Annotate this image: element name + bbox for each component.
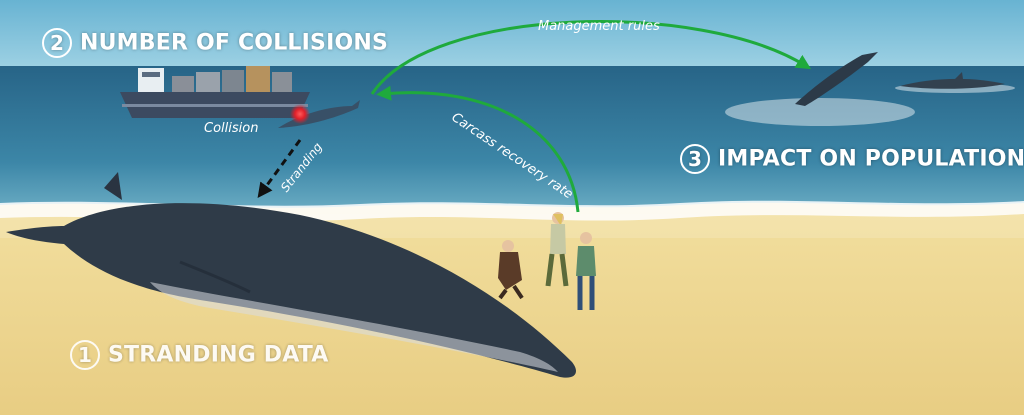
number-of-collisions-label: 2 NUMBER OF COLLISIONS bbox=[42, 28, 388, 58]
carcass-recovery-rate-arrow bbox=[376, 85, 580, 213]
step-number-3: 3 bbox=[680, 144, 710, 174]
stranded-whale bbox=[6, 172, 576, 378]
stranding-arrow bbox=[257, 139, 302, 199]
breaching-whale bbox=[725, 52, 915, 126]
impact-on-populations-text: IMPACT ON POPULATIONS bbox=[718, 146, 1024, 172]
sky bbox=[0, 0, 1024, 70]
management-rules-arrow bbox=[370, 20, 812, 95]
distant-whale bbox=[895, 72, 1015, 93]
stranding-data-text: STRANDING DATA bbox=[108, 342, 329, 368]
collision-label: Collision bbox=[204, 121, 259, 136]
impact-on-populations-label: 3 IMPACT ON POPULATIONS bbox=[680, 144, 1024, 174]
number-of-collisions-text: NUMBER OF COLLISIONS bbox=[80, 30, 389, 56]
researchers bbox=[498, 212, 596, 310]
stranding-data-label: 1 STRANDING DATA bbox=[70, 340, 329, 370]
management-rules-label: Management rules bbox=[538, 19, 660, 34]
cargo-ship bbox=[120, 66, 310, 118]
step-number-1: 1 bbox=[70, 340, 100, 370]
collision-point bbox=[290, 104, 310, 124]
step-number-2: 2 bbox=[42, 28, 72, 58]
